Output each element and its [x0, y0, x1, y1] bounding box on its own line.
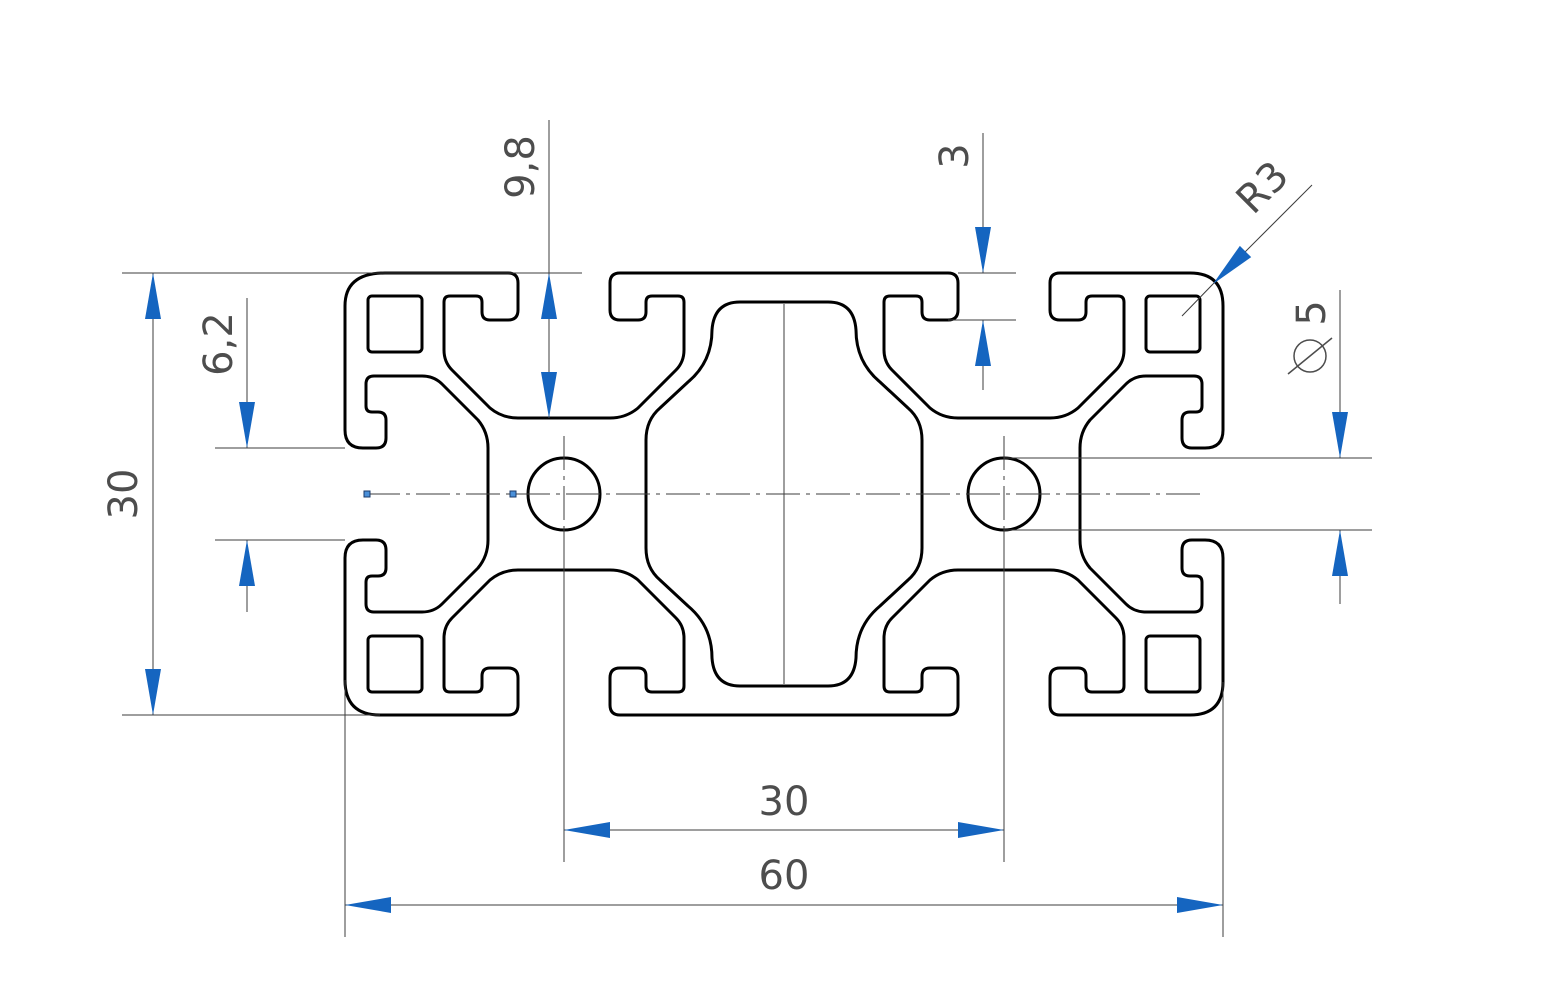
leader-line	[1181, 283, 1214, 317]
dimension-slot-depth: 9,8	[385, 120, 582, 418]
diameter-symbol-stroke	[1287, 337, 1333, 375]
dimension-label: 60	[759, 853, 810, 899]
corner-cavity-bottom-right	[1144, 634, 1202, 694]
dimension-label: 9,8	[498, 135, 544, 199]
dimension-slot-width: 6,2	[196, 298, 345, 612]
central-cavity	[644, 300, 924, 688]
corner-cavity-bottom-left	[366, 634, 424, 694]
dimension-wall-thickness: 3	[932, 133, 1016, 390]
dimension-label: R3	[1228, 153, 1298, 223]
corner-cavity-top-right	[1144, 294, 1202, 354]
corner-cavity-top-left	[366, 294, 424, 354]
center-lines	[363, 304, 1205, 684]
dimension-label: 3	[932, 143, 978, 168]
dimension-label: 30	[759, 779, 810, 825]
dimension-hole-diameter: 5	[1004, 290, 1372, 604]
dimension-overall-width: 60	[344, 680, 1224, 937]
outer-contour	[343, 271, 1225, 717]
dimension-label: 30	[101, 469, 147, 520]
midpoint-marker-inner	[509, 490, 517, 498]
dimension-label: 6,2	[196, 312, 242, 376]
dimension-hole-spacing: 30	[563, 530, 1005, 862]
dimension-corner-radius: R3	[1181, 153, 1313, 317]
dimension-label: 5	[1289, 300, 1335, 325]
leader-line	[1212, 184, 1313, 285]
diameter-symbol-icon	[1293, 339, 1327, 373]
dimension-overall-height: 30	[101, 272, 385, 716]
midpoint-marker-left	[363, 490, 371, 498]
